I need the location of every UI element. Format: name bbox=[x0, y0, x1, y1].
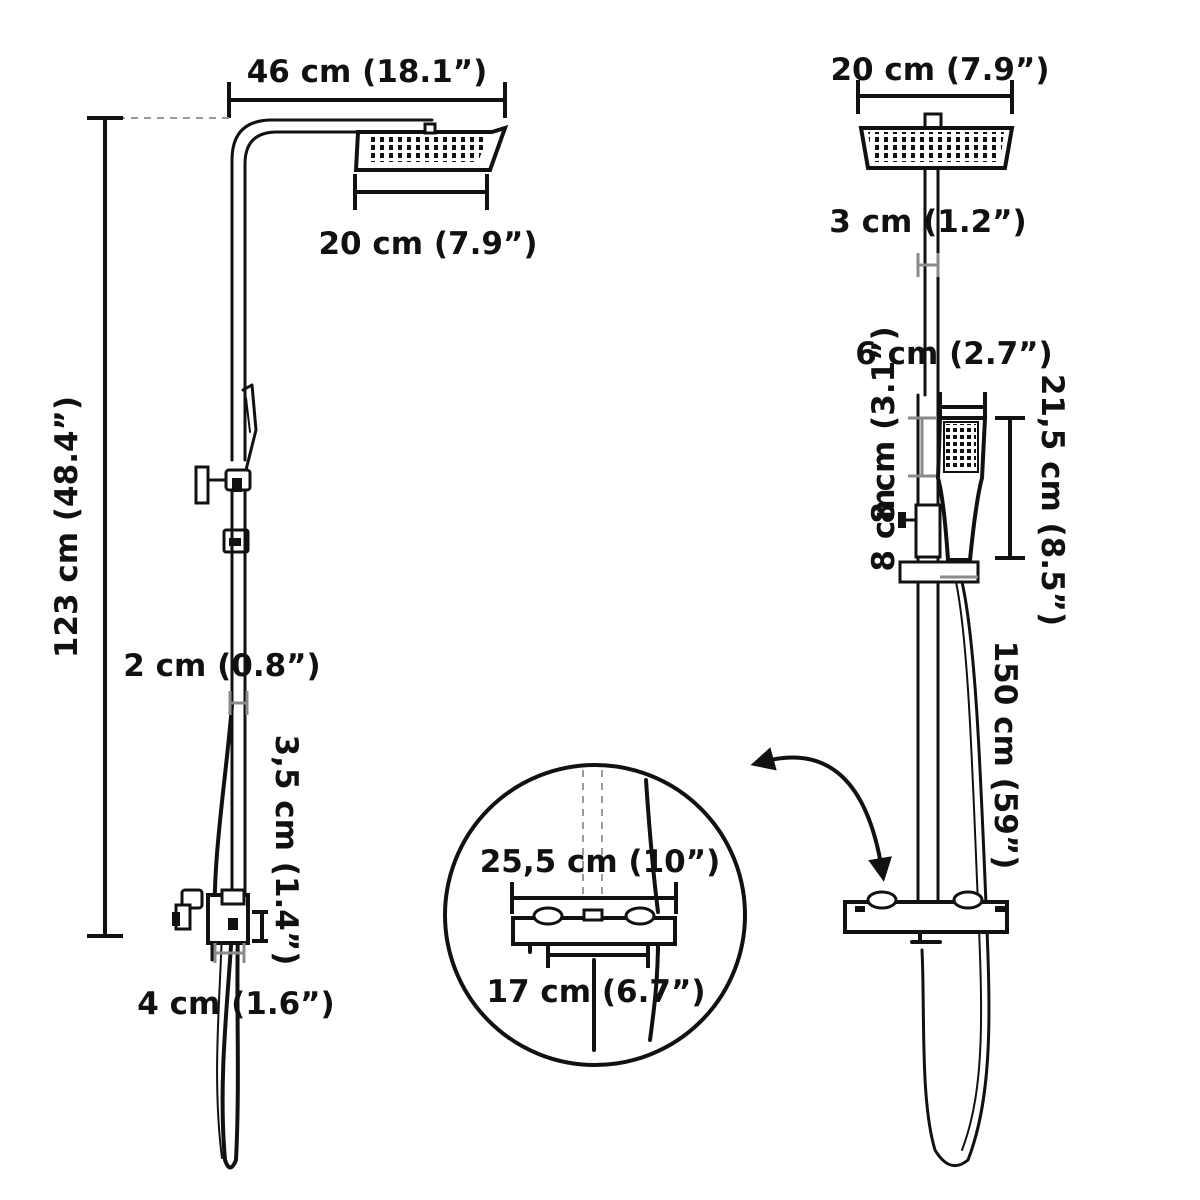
dim-right-head-width: 20 cm (7.9”) bbox=[830, 52, 1050, 114]
dim-left-mixer-depth: 4 cm (1.6”) bbox=[137, 943, 335, 1022]
label-zoom-connection-spacing: 17 cm (6.7”) bbox=[486, 974, 705, 1010]
dim-right-handshower-total: 8 cm bbox=[866, 488, 978, 579]
right-front-view: 20 cm (7.9”) 3 cm (1.2”) 6 cm (2.7”) 8 c… bbox=[750, 52, 1070, 1168]
dim-right-hose-length: 150 cm (59”) bbox=[987, 641, 1023, 870]
mixer-front bbox=[843, 890, 1009, 944]
label-left-total-height: 123 cm (48.4”) bbox=[49, 396, 85, 658]
label-right-arm-diameter: 3 cm (1.2”) bbox=[829, 204, 1026, 240]
riser-pipe bbox=[230, 488, 247, 902]
label-right-head-width: 20 cm (7.9”) bbox=[830, 52, 1049, 88]
dim-right-arm-diameter: 3 cm (1.2”) bbox=[829, 204, 1027, 277]
label-left-total-width: 46 cm (18.1”) bbox=[247, 54, 488, 90]
dim-right-handshower-head: 8 cm (3.1”) 8 cm (3.1”) bbox=[866, 326, 936, 524]
label-right-slide-height: 8 cm bbox=[866, 488, 902, 571]
label-right-hose-length: 150 cm (59”) bbox=[987, 641, 1023, 870]
label-left-mixer-height: 3,5 cm (1.4”) bbox=[268, 735, 304, 966]
zoom-detail-circle: 25,5 cm (10”) 17 cm (6.7”) bbox=[443, 763, 747, 1067]
dim-left-pipe-diameter: 2 cm (0.8”) bbox=[123, 648, 321, 715]
shower-head-front bbox=[858, 112, 1015, 170]
mixer-side bbox=[172, 888, 250, 962]
slide-holder bbox=[194, 465, 252, 554]
label-right-handshower-head: 8 cm (3.1”) bbox=[866, 326, 902, 523]
dim-zoom-mixer-width: 25,5 cm (10”) bbox=[480, 844, 721, 914]
label-zoom-mixer-width: 25,5 cm (10”) bbox=[480, 844, 721, 880]
label-right-handshower-length: 21,5 cm (8.5”) bbox=[1034, 374, 1070, 626]
shower-arm-inner bbox=[243, 130, 434, 462]
label-left-mixer-depth: 4 cm (1.6”) bbox=[137, 986, 334, 1022]
left-side-view: 46 cm (18.1”) 20 cm (7.9”) 123 cm (48.4”… bbox=[49, 54, 538, 1170]
hose-front bbox=[920, 580, 991, 1168]
dim-left-total-width: 46 cm (18.1”) bbox=[227, 54, 507, 118]
dim-left-mixer-height: 3,5 cm (1.4”) bbox=[252, 735, 304, 966]
dim-zoom-connection-spacing: 17 cm (6.7”) bbox=[486, 942, 706, 1010]
hand-shower-front bbox=[935, 416, 988, 562]
dim-left-total-height: 123 cm (48.4”) bbox=[49, 116, 235, 938]
shower-arm-front bbox=[923, 166, 940, 397]
label-left-pipe-diameter: 2 cm (0.8”) bbox=[123, 648, 320, 684]
label-left-head-width: 20 cm (7.9”) bbox=[318, 226, 537, 262]
zoom-arrow bbox=[750, 747, 892, 882]
label-right-handshower-width: 6 cm (2.7”) bbox=[855, 336, 1052, 372]
hand-shower-side bbox=[241, 383, 258, 472]
shower-head bbox=[353, 122, 509, 172]
dim-right-handshower-width: 6 cm (2.7”) bbox=[855, 336, 1053, 420]
dim-left-head-width: 20 cm (7.9”) bbox=[318, 174, 538, 262]
dim-right-handshower-length: 21,5 cm (8.5”) bbox=[995, 374, 1070, 626]
shower-arm-outline bbox=[230, 118, 434, 462]
